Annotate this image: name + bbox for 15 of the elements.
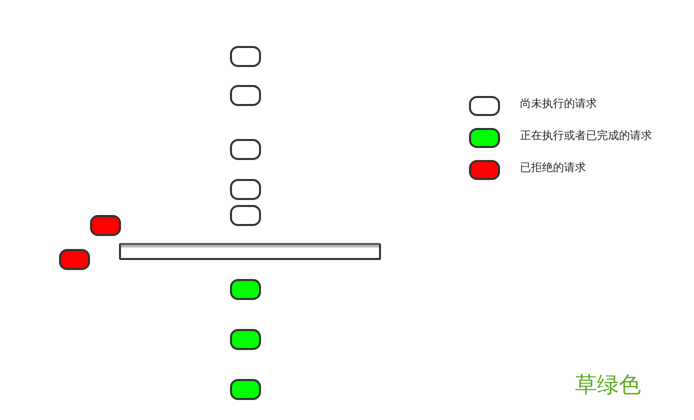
- pending-request-box: [230, 85, 261, 106]
- completed-request-box: [230, 329, 261, 350]
- rejected-request-box: [59, 249, 90, 270]
- legend-label: 正在执行或者已完成的请求: [520, 129, 652, 143]
- legend-label: 尚未执行的请求: [520, 97, 597, 111]
- pending-request-box: [230, 46, 261, 67]
- signature-text: 草绿色: [575, 372, 641, 400]
- pending-request-box: [230, 205, 261, 226]
- legend-label: 已拒绝的请求: [520, 161, 586, 175]
- completed-request-box: [230, 379, 261, 400]
- completed-request-box: [230, 279, 261, 300]
- pending-request-box: [230, 139, 261, 160]
- rejected-request-box: [90, 215, 121, 236]
- pending-request-box: [230, 179, 261, 200]
- filter-bar: [119, 243, 381, 260]
